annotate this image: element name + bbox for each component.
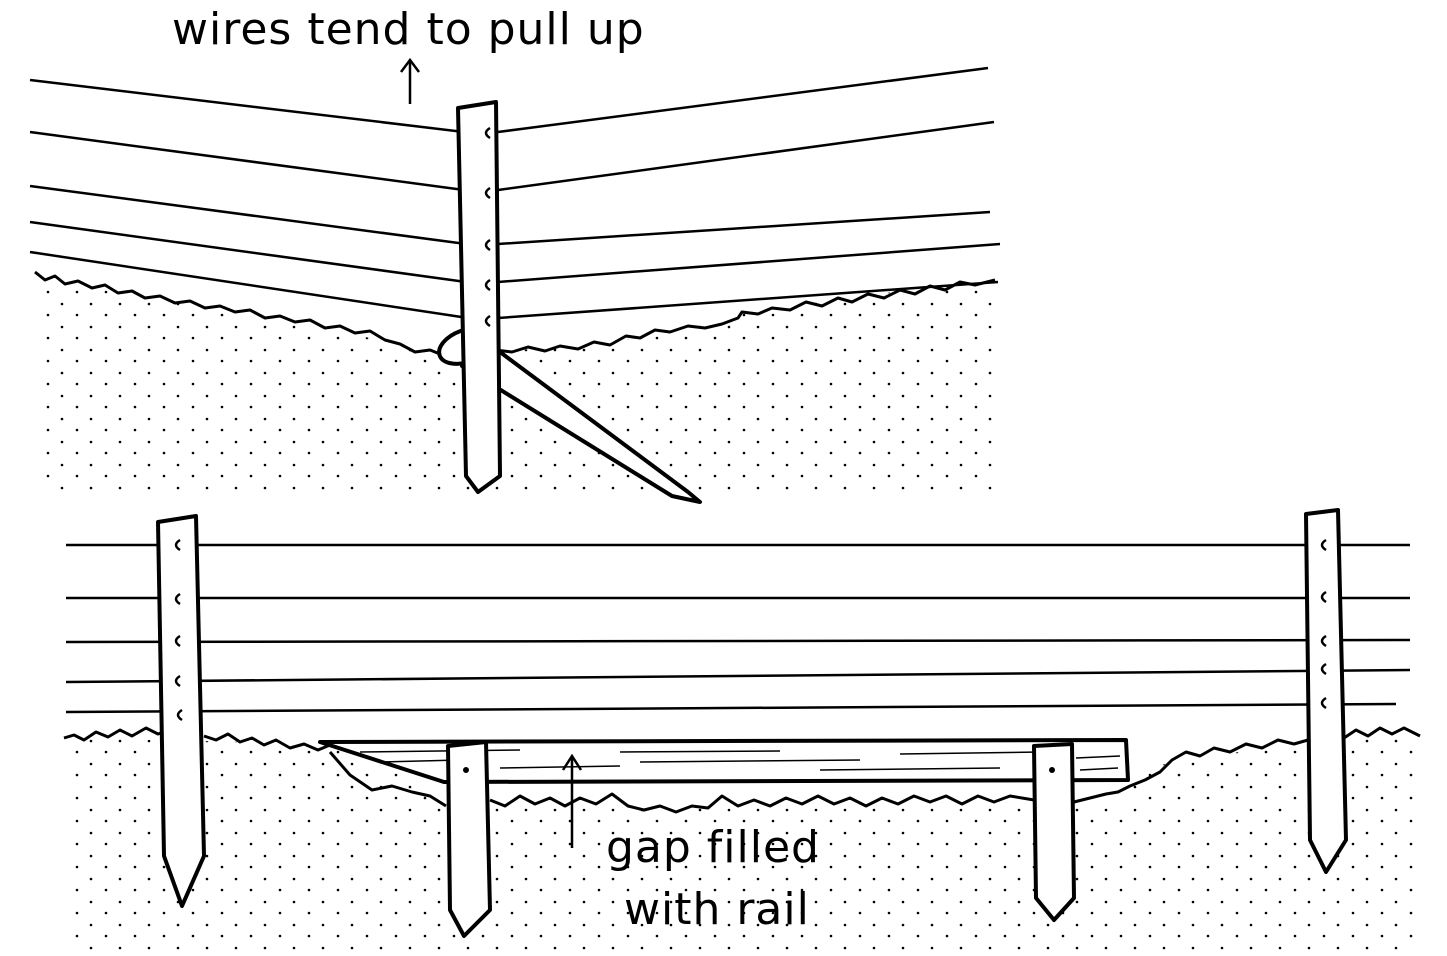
bottom-ground-texture-right <box>1130 736 1420 956</box>
bottom-grass-gap <box>328 738 1309 814</box>
top-wires-left <box>29 78 469 320</box>
gap-post-left-nail <box>463 767 469 773</box>
gap-post-left <box>446 740 492 938</box>
gap-post-right-nail <box>1049 767 1055 773</box>
right-post-staples <box>1320 538 1327 710</box>
bottom-ground-texture-left <box>64 738 440 956</box>
bottom-ground-texture-middle <box>440 800 1130 956</box>
top-post <box>456 100 502 494</box>
gap-filled-label: gap filled <box>606 822 820 873</box>
pull-up-arrow <box>400 57 420 104</box>
gap-arrow <box>561 753 583 848</box>
rail-wood-grain <box>359 749 1121 771</box>
with-rail-label: with rail <box>624 884 810 935</box>
bottom-scene <box>63 508 1421 956</box>
wires-pull-up-label: wires tend to pull up <box>172 4 645 55</box>
top-post-staples <box>484 126 491 328</box>
left-post-staples <box>174 538 183 722</box>
bottom-grass-left <box>63 726 331 752</box>
gap-post-right <box>1032 742 1076 922</box>
bottom-grass-right <box>1343 726 1421 740</box>
top-wires-right <box>497 66 1001 320</box>
bottom-wires <box>65 543 1411 714</box>
bottom-right-post <box>1304 508 1348 874</box>
top-scene <box>29 57 1001 504</box>
